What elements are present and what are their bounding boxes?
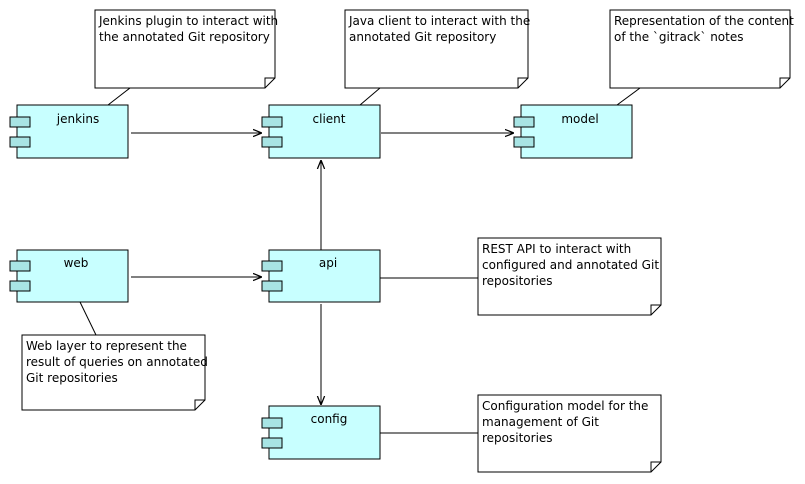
component-port-icon	[261, 136, 283, 148]
note-web-line-1: Web layer to represent the	[26, 339, 187, 353]
note-api-line-2: configured and annotated Git	[482, 258, 659, 272]
note-client-line-2: annotated Git repository	[349, 30, 496, 44]
note-web-line-2: result of queries on annotated	[26, 355, 208, 369]
component-port-icon	[9, 136, 31, 148]
component-port-icon	[261, 437, 283, 449]
note-config-line-3: repositories	[482, 431, 553, 445]
note-model-line-1: Representation of the content	[614, 14, 794, 28]
note-config-line-1: Configuration model for the	[482, 399, 648, 413]
component-jenkins-label: jenkins	[56, 112, 99, 126]
component-client: client	[261, 104, 381, 159]
component-port-icon	[513, 116, 535, 128]
connector-note-client	[359, 87, 381, 106]
note-config: Configuration model for the management o…	[477, 394, 662, 473]
component-model: model	[513, 104, 633, 159]
connector-note-web	[79, 301, 97, 336]
component-web-label: web	[64, 256, 89, 270]
component-port-icon	[9, 280, 31, 292]
note-web-line-3: Git repositories	[26, 371, 118, 385]
component-jenkins: jenkins	[9, 104, 129, 159]
component-port-icon	[261, 116, 283, 128]
note-config-line-2: management of Git	[482, 415, 599, 429]
note-api: REST API to interact with configured and…	[477, 237, 662, 316]
component-port-icon	[9, 260, 31, 272]
component-client-label: client	[313, 112, 346, 126]
note-web: Web layer to represent the result of que…	[21, 334, 208, 411]
connector-note-jenkins	[107, 87, 131, 106]
component-port-icon	[261, 260, 283, 272]
note-model-line-2: of the `gitrack` notes	[614, 30, 743, 44]
component-api-label: api	[319, 256, 337, 270]
component-model-label: model	[561, 112, 598, 126]
note-api-line-1: REST API to interact with	[482, 242, 631, 256]
note-client: Java client to interact with the annotat…	[344, 9, 530, 89]
component-config-label: config	[311, 412, 348, 426]
note-jenkins-line-1: Jenkins plugin to interact with	[98, 14, 278, 28]
component-port-icon	[9, 116, 31, 128]
component-web: web	[9, 249, 129, 303]
component-config: config	[261, 405, 381, 460]
component-port-icon	[261, 417, 283, 429]
component-port-icon	[261, 280, 283, 292]
note-jenkins: Jenkins plugin to interact with the anno…	[94, 9, 278, 89]
component-api: api	[261, 249, 381, 303]
note-jenkins-line-2: the annotated Git repository	[99, 30, 270, 44]
note-api-line-3: repositories	[482, 274, 553, 288]
note-model: Representation of the content of the `gi…	[609, 9, 794, 89]
component-port-icon	[513, 136, 535, 148]
note-client-line-1: Java client to interact with the	[348, 14, 530, 28]
connector-note-model	[616, 87, 641, 106]
